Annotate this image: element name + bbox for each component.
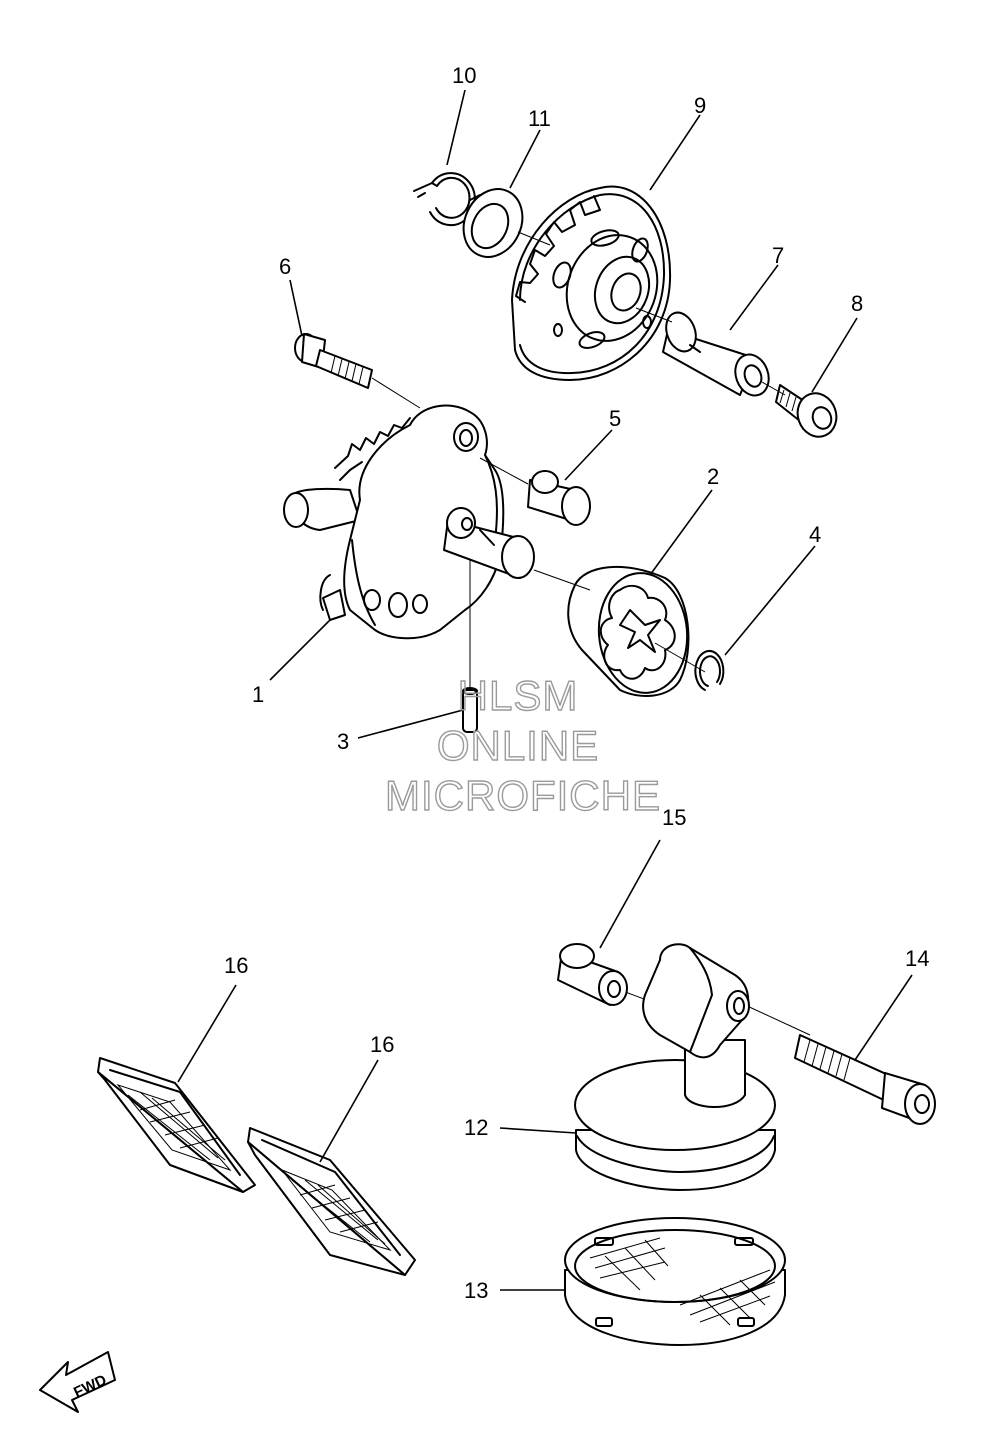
part-4-clip (694, 650, 725, 691)
part-7-shaft (662, 311, 770, 397)
callout-16-left: 16 (224, 953, 248, 978)
part-2-rotor (567, 565, 690, 697)
part-13-strainer-screen (564, 1217, 786, 1346)
part-1-pump-shaft (443, 507, 535, 579)
callout-numbers: 10 11 9 7 8 6 5 2 4 1 3 15 14 12 13 16 1… (224, 63, 929, 1303)
callout-14: 14 (905, 946, 929, 971)
part-16-screen-right (247, 1127, 416, 1276)
part-8-screw (775, 384, 838, 438)
leader-lines (177, 89, 913, 1291)
callout-3: 3 (337, 729, 349, 754)
part-11-washer (462, 188, 524, 258)
part-12-strainer-housing (574, 943, 776, 1191)
callout-11: 11 (528, 106, 551, 131)
forward-direction-arrow: FWD (39, 1351, 116, 1413)
watermark-line-3: MICROFICHE (385, 772, 661, 819)
watermark-line-1: HLSM (458, 672, 579, 719)
callout-16-right: 16 (370, 1032, 394, 1057)
callout-2: 2 (707, 464, 719, 489)
callout-8: 8 (851, 291, 863, 316)
callout-9: 9 (694, 93, 706, 118)
part-6-bolt (294, 333, 373, 389)
callout-4: 4 (809, 522, 821, 547)
part-14-bolt (794, 1034, 936, 1125)
part-5-dowel (527, 470, 591, 526)
part-9-driven-gear (511, 185, 672, 381)
callout-12: 12 (464, 1115, 488, 1140)
callout-6: 6 (279, 254, 291, 279)
part-1-pump-housing (283, 404, 505, 640)
part-15-collar (557, 943, 628, 1006)
callout-1: 1 (252, 682, 264, 707)
callout-10: 10 (452, 63, 476, 88)
callout-5: 5 (609, 406, 621, 431)
part-16-screen-left (97, 1057, 256, 1193)
assembly-axis-lines (371, 231, 811, 1036)
callout-15: 15 (662, 805, 686, 830)
callout-13: 13 (464, 1278, 488, 1303)
callout-7: 7 (772, 243, 784, 268)
watermark: HLSM ONLINE MICROFICHE (384, 671, 661, 819)
watermark-line-2: ONLINE (437, 722, 599, 769)
